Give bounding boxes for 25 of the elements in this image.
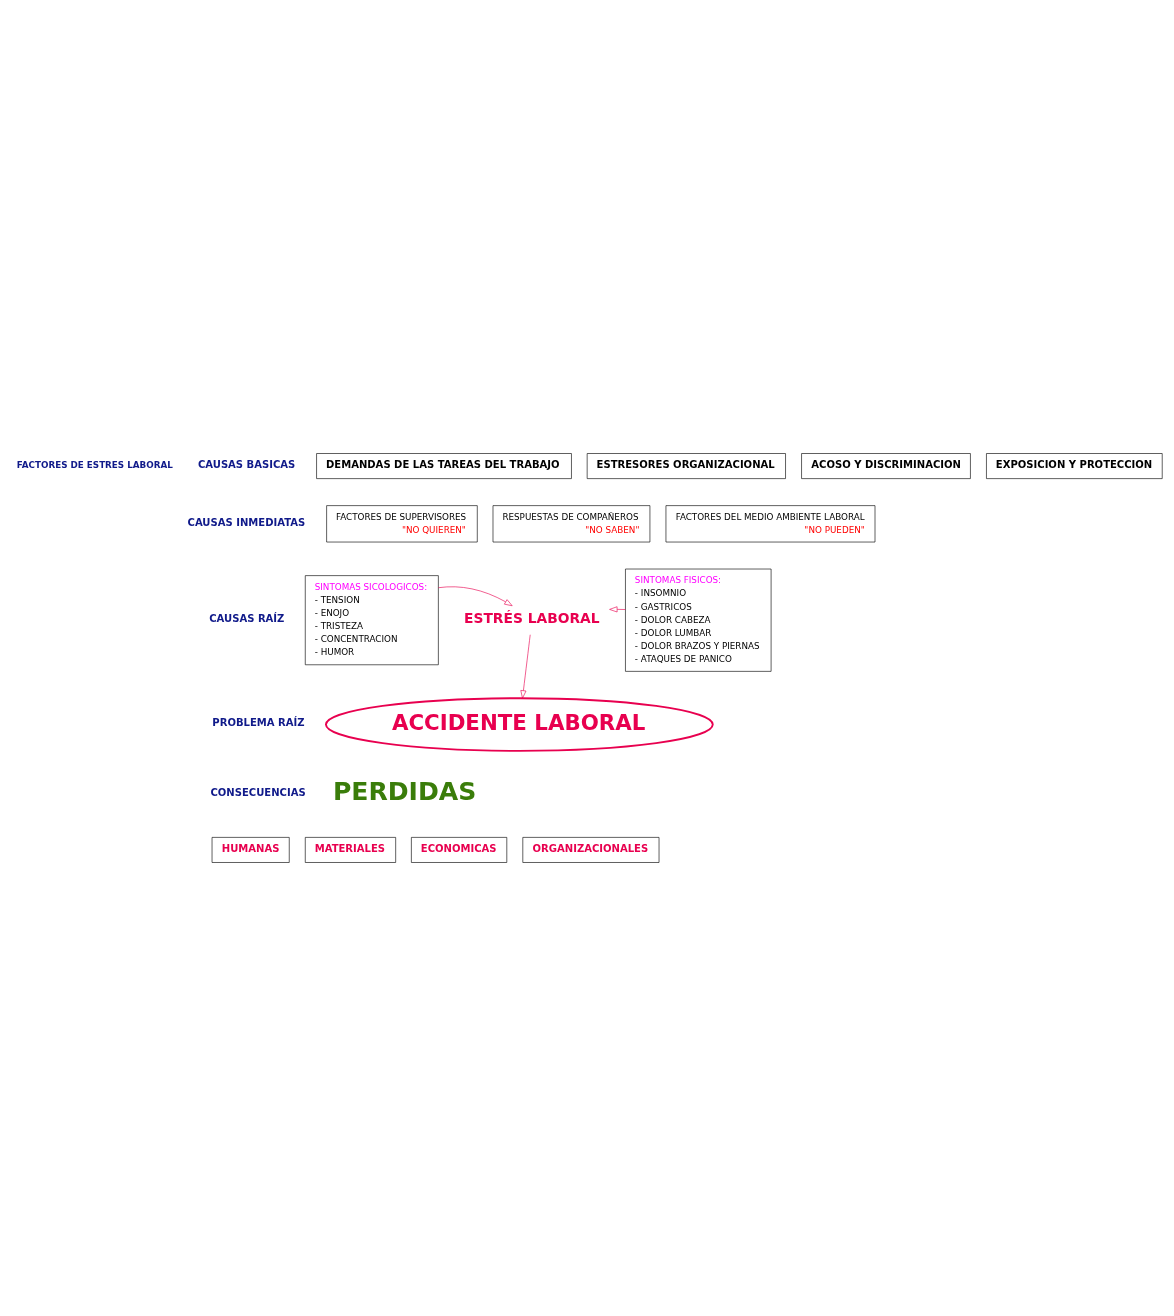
node-box: MATERIALES bbox=[304, 837, 396, 863]
label: PERDIDAS bbox=[332, 776, 477, 806]
node-box: DEMANDAS DE LAS TAREAS DEL TRABAJO bbox=[316, 453, 572, 479]
arrow bbox=[609, 606, 626, 613]
label: CONSECUENCIAS bbox=[210, 786, 306, 798]
node-box: ACOSO Y DISCRIMINACION bbox=[801, 453, 971, 479]
label: CAUSAS INMEDIATAS bbox=[187, 516, 306, 528]
label: PROBLEMA RAÍZ bbox=[212, 717, 305, 729]
node-box: EXPOSICION Y PROTECCION bbox=[986, 453, 1163, 479]
arrow bbox=[438, 586, 513, 607]
node-box: ESTRESORES ORGANIZACIONAL bbox=[586, 453, 786, 479]
node-box: ECONOMICAS bbox=[411, 837, 508, 863]
node-box: ORGANIZACIONALES bbox=[522, 837, 660, 863]
node-box: FACTORES DE SUPERVISORES "NO QUIEREN" bbox=[326, 505, 478, 543]
node-ellipse: ACCIDENTE LABORAL bbox=[325, 697, 714, 752]
node-box: RESPUESTAS DE COMPAÑEROS "NO SABEN" bbox=[492, 505, 651, 543]
label: CAUSAS BASICAS bbox=[197, 458, 296, 470]
node-box: SINTOMAS SICOLOGICOS: - TENSION - ENOJO - TRISTEZA - CONCENTRACION - HUMOR bbox=[304, 575, 439, 666]
node-box: HUMANAS bbox=[211, 837, 290, 863]
node-text: ESTRÉS LABORAL bbox=[464, 610, 600, 627]
label: CAUSAS RAÍZ bbox=[209, 612, 285, 624]
node-box: SINTOMAS FISICOS: - INSOMNIO - GASTRICOS - DOLOR CABEZA - DOLOR LUMBAR - DOLOR BRAZOS Y PIERNAS - ATAQUES DE PANICO bbox=[625, 568, 772, 672]
node-box: FACTORES DEL MEDIO AMBIENTE LABORAL "NO PUEDEN" bbox=[665, 505, 876, 543]
arrow bbox=[520, 634, 531, 699]
label: FACTORES DE ESTRES LABORAL bbox=[16, 459, 173, 470]
